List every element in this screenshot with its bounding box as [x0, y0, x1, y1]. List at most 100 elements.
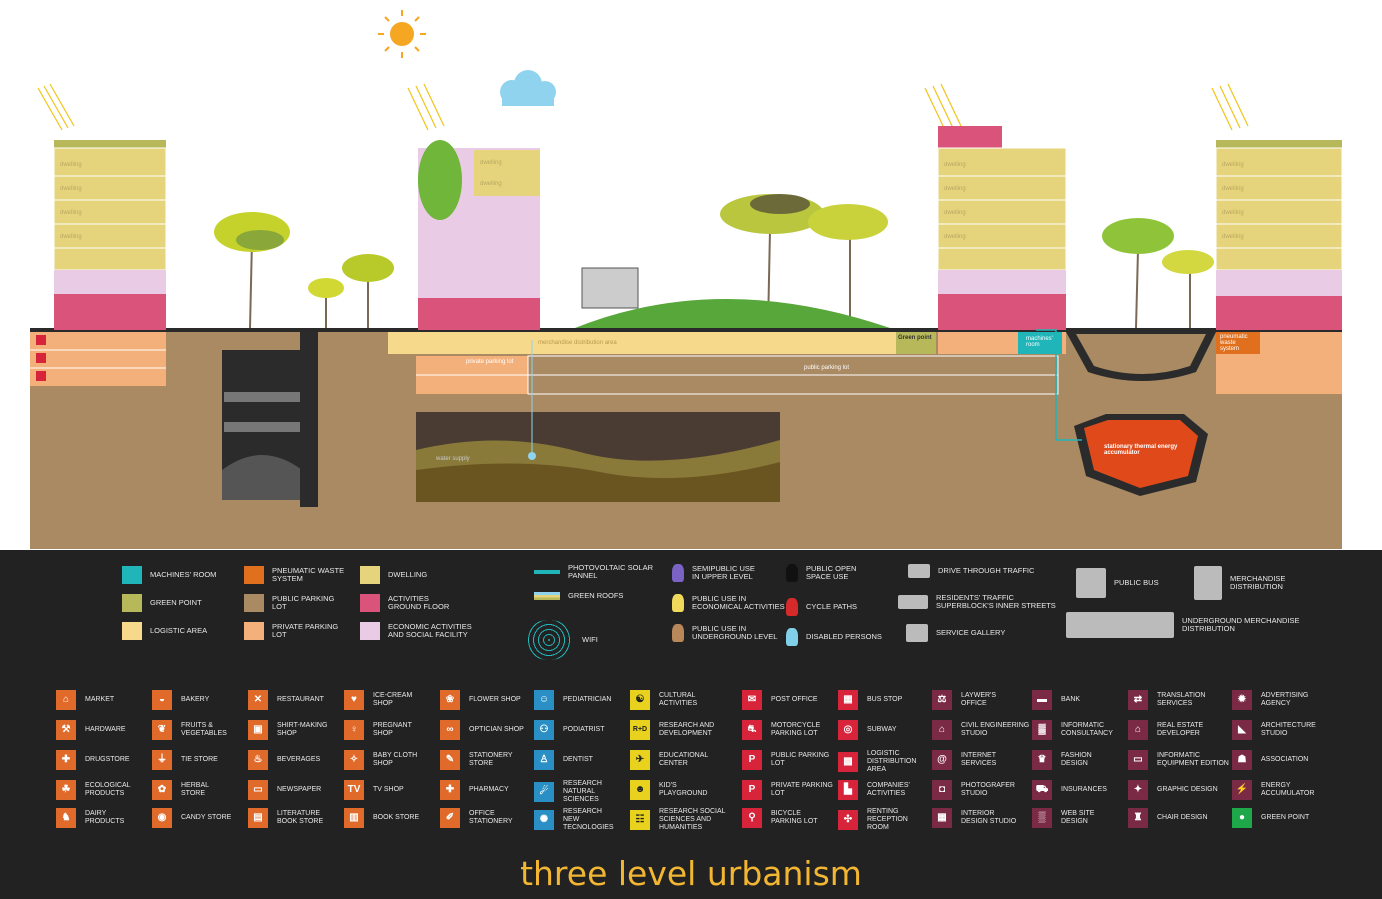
icon-legend-label: RENTING RECEPTION ROOM — [867, 808, 908, 831]
dwelling-label: dwelling — [944, 210, 966, 216]
icon-legend-label: DRUGSTORE — [85, 756, 130, 763]
icon-legend-label: INTERIOR DESIGN STUDIO — [961, 810, 1017, 825]
legend-swatch — [122, 622, 142, 640]
icon-legend-item: ▓INFORMATIC CONSULTANCY — [1032, 720, 1113, 740]
icon-legend-label: MOTORCYCLE PARKING LOT — [771, 722, 821, 737]
icon-legend-item: ●GREEN POINT — [1232, 808, 1309, 828]
legend-label: PNEUMATIC WASTE SYSTEM — [272, 566, 345, 583]
page-title: three level urbanism — [520, 854, 862, 893]
icon-legend-label: INFORMATIC EQUIPMENT EDITION — [1157, 752, 1229, 767]
legend-color-item: ACTIVITIES GROUND FLOOR — [360, 594, 449, 612]
icon-legend-item: ∞OPTICIAN SHOP — [440, 720, 524, 740]
icon-legend-label: ENERGY ACCUMULATOR — [1261, 782, 1315, 797]
legend-label: GREEN POINT — [150, 598, 202, 607]
service-icon: ◣ — [1232, 720, 1252, 740]
legend-misc-item: CYCLE PATHS — [786, 598, 857, 616]
service-icon: ◒ — [152, 690, 172, 710]
legend-label: ACTIVITIES GROUND FLOOR — [388, 594, 450, 611]
service-icon: ☯ — [630, 690, 650, 710]
service-icon: ✚ — [440, 780, 460, 800]
legend-swatch — [244, 566, 264, 584]
legend-color-item: PUBLIC PARKING LOT — [244, 594, 334, 612]
icon-legend-item: ♛FASHION DESIGN — [1032, 750, 1092, 770]
icon-legend-label: ASSOCIATION — [1261, 756, 1309, 763]
legend-misc-item: DISABLED PERSONS — [786, 628, 882, 646]
building-2 — [407, 83, 540, 330]
service-icon: P — [742, 750, 762, 770]
legend-misc-item: DRIVE THROUGH TRAFFIC — [908, 564, 1034, 578]
service-icon: ⇄ — [1128, 690, 1148, 710]
service-icon: ✹ — [1232, 690, 1252, 710]
icon-legend-label: SHIRT-MAKING SHOP — [277, 722, 328, 737]
subway-station — [222, 332, 318, 507]
icon-legend-item: ☯CULTURAL ACTIVITIES — [630, 690, 697, 710]
legend-symbol — [672, 594, 684, 612]
icon-legend-label: PRIVATE PARKING LOT — [771, 782, 833, 797]
legend-swatch — [122, 594, 142, 612]
service-icon: ☷ — [630, 810, 650, 830]
icon-legend-label: CIVIL ENGINEERING STUDIO — [961, 722, 1030, 737]
legend-swatch — [360, 594, 380, 612]
icon-legend-label: POST OFFICE — [771, 696, 818, 703]
icon-legend-item: ▦BUS STOP — [838, 690, 902, 710]
dwelling-label: dwelling — [60, 162, 82, 168]
icon-legend-item: ♞DAIRY PRODUCTS — [56, 808, 124, 828]
section-svg — [30, 10, 1343, 549]
icon-legend-item: ⛟INSURANCES — [1032, 780, 1107, 800]
icon-legend-item: ❦FRUITS & VEGETABLES — [152, 720, 227, 740]
legend-label: MACHINES' ROOM — [150, 570, 217, 579]
icon-legend-item: ◣ARCHITECTURE STUDIO — [1232, 720, 1316, 740]
icon-legend-label: MARKET — [85, 696, 115, 703]
icon-legend-item: ◒BAKERY — [152, 690, 209, 710]
service-icon: ✧ — [344, 750, 364, 770]
icon-legend-label: ADVERTISING AGENCY — [1261, 692, 1309, 707]
icon-legend-item: ⚲BICYCLE PARKING LOT — [742, 808, 818, 828]
icon-legend-item: ▤LITERATURE BOOK STORE — [248, 808, 323, 828]
service-icon: ❀ — [440, 690, 460, 710]
service-icon: ☘ — [56, 780, 76, 800]
service-icon: ▥ — [344, 808, 364, 828]
legend-symbol — [1076, 568, 1106, 598]
icon-legend-item: @INTERNET SERVICES — [932, 750, 996, 770]
icon-legend-label: OFFICE STATIONERY — [469, 810, 513, 825]
icon-legend-label: LITERATURE BOOK STORE — [277, 810, 324, 825]
legend-symbol — [1066, 612, 1174, 638]
green-park-hill — [575, 299, 890, 328]
icon-legend-item: ◎SUBWAY — [838, 720, 897, 740]
icon-legend-label: INTERNET SERVICES — [961, 752, 997, 767]
legend-color-item: GREEN POINT — [122, 594, 202, 612]
icon-legend-label: FLOWER SHOP — [469, 696, 521, 703]
legend-misc-item: SERVICE GALLERY — [906, 624, 1005, 642]
service-icon: ♛ — [1032, 750, 1052, 770]
service-icon: ☺ — [534, 690, 554, 710]
legend-symbol — [908, 564, 930, 578]
service-icon: TV — [344, 780, 364, 800]
icon-legend-label: HARDWARE — [85, 726, 126, 733]
legend-swatch — [122, 566, 142, 584]
icon-legend-label: RESEARCH NEW TECNOLOGIES — [563, 808, 614, 831]
legend-symbol — [524, 620, 574, 660]
icon-legend-label: TV SHOP — [373, 786, 404, 793]
icon-legend-label: ECOLOGICAL PRODUCTS — [85, 782, 131, 797]
legend-label: PRIVATE PARKING LOT — [272, 622, 339, 639]
building-1 — [30, 83, 167, 386]
legend-misc-item: GREEN ROOFS — [534, 592, 623, 600]
icon-legend-item: ✎STATIONERY STORE — [440, 750, 513, 770]
icon-legend-item: ✦GRAPHIC DESIGN — [1128, 780, 1218, 800]
service-icon: ⏚ — [152, 750, 172, 770]
legend-symbol — [786, 598, 798, 616]
icon-legend-label: WEB SITE DESIGN — [1061, 810, 1095, 825]
icon-legend-item: ♥ICE-CREAM SHOP — [344, 690, 412, 710]
service-icon: ▒ — [1032, 808, 1052, 828]
icon-legend-item: ⚡ENERGY ACCUMULATOR — [1232, 780, 1314, 800]
icon-legend-item: ♀PREGNANT SHOP — [344, 720, 412, 740]
icon-legend-item: ✺RESEARCH NEW TECNOLOGIES — [534, 808, 614, 832]
service-icon: ♞ — [56, 808, 76, 828]
dwelling-label: dwelling — [480, 181, 502, 187]
billboard — [581, 267, 639, 309]
legend-misc-item: SEMIPUBLIC USE IN UPPER LEVEL — [672, 564, 755, 582]
service-icon: ⌂ — [56, 690, 76, 710]
legend-misc-item: PUBLIC BUS — [1076, 568, 1159, 598]
legend-label: WIFI — [582, 635, 598, 644]
legend-color-item: PRIVATE PARKING LOT — [244, 622, 338, 640]
